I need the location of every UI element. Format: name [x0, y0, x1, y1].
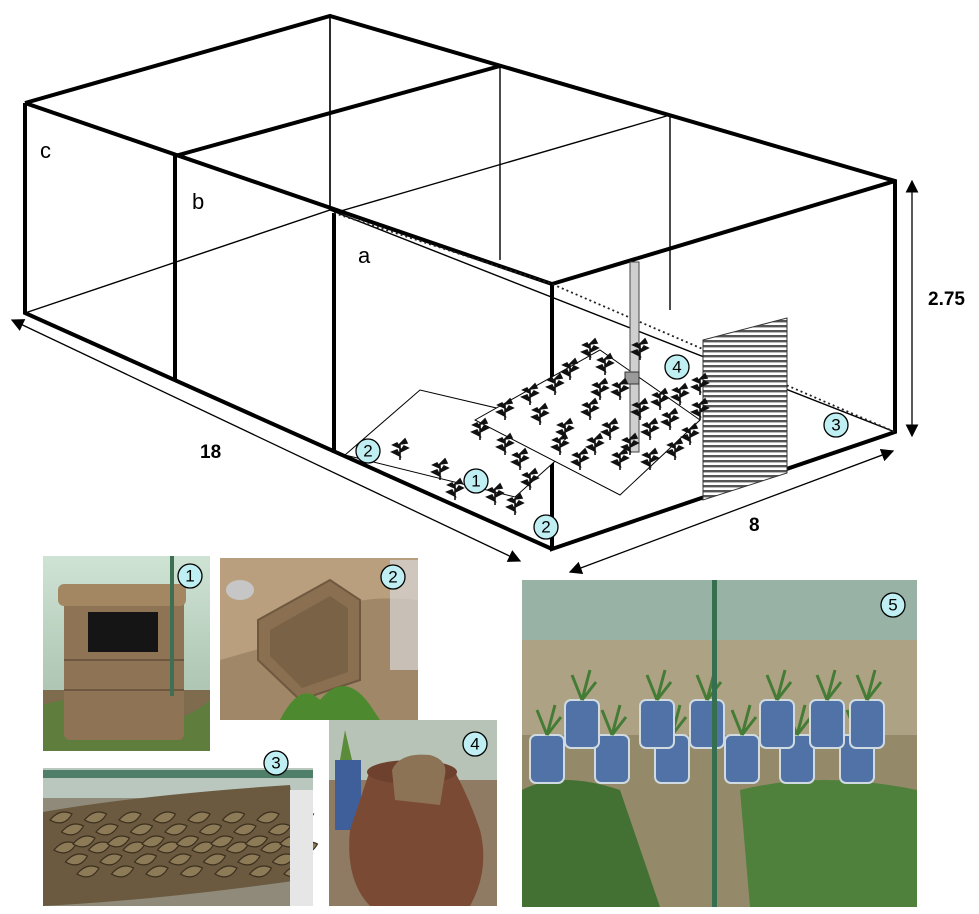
- palm-leaf: [202, 853, 227, 866]
- palm-leaf: [145, 865, 169, 878]
- plant-glyph: [550, 432, 570, 455]
- palm-leaf: [198, 823, 223, 836]
- box-wireframe: [23, 13, 897, 552]
- marker-1: 1: [463, 468, 489, 494]
- plant-leaves: [535, 704, 563, 736]
- height-label: 2.75: [928, 289, 965, 310]
- palm-leaf: [60, 823, 85, 836]
- palm-leaf: [64, 853, 89, 866]
- palm-leaf: [179, 865, 204, 878]
- palm-leaf: [237, 853, 261, 866]
- room-label-c: c: [40, 138, 51, 163]
- plant-leaves: [570, 669, 598, 701]
- palm-leaf: [99, 853, 123, 866]
- width-arrow: [568, 449, 895, 574]
- svg-text:4: 4: [470, 735, 479, 754]
- palm-leaf: [248, 865, 273, 878]
- plant-leaves: [600, 704, 628, 736]
- photo-5: [522, 580, 917, 907]
- palm-leaf: [256, 811, 280, 824]
- palm-leaf: [168, 853, 192, 866]
- room-label-b: b: [192, 189, 204, 214]
- photo-3: [43, 768, 319, 906]
- photo-3-marker: 3: [263, 750, 289, 776]
- photo-1-marker: 1: [177, 563, 203, 589]
- plant-glyph: [630, 337, 650, 360]
- svg-text:2: 2: [363, 442, 372, 461]
- plant-glyph: [600, 417, 620, 440]
- palm-leaf: [49, 811, 73, 824]
- palm-leaf: [233, 823, 257, 836]
- palm-leaf: [175, 835, 200, 848]
- palm-leaf: [244, 835, 269, 848]
- width-label: 8: [749, 515, 760, 536]
- plant-leaves: [765, 669, 793, 701]
- svg-text:1: 1: [471, 472, 480, 491]
- plant-glyph: [520, 467, 540, 490]
- photo-4-marker: 4: [462, 731, 488, 757]
- plant-glyph: [595, 352, 615, 375]
- plant-leaves: [815, 669, 843, 701]
- plant-glyph: [620, 432, 640, 455]
- plant-glyph: [585, 432, 605, 455]
- palm-leaf: [164, 823, 188, 836]
- plant-glyph: [560, 357, 580, 380]
- palm-leaf: [95, 823, 119, 836]
- svg-text:5: 5: [888, 596, 897, 615]
- photo-4: [329, 720, 497, 906]
- plant-leaves: [645, 669, 673, 701]
- svg-text:4: 4: [672, 358, 681, 377]
- plant-glyph: [580, 337, 600, 360]
- plant-glyph: [520, 382, 540, 405]
- palm-leaf: [72, 835, 96, 848]
- palm-leaf: [133, 853, 158, 866]
- plant-glyph: [530, 402, 550, 425]
- plant-leaves: [730, 704, 758, 736]
- photo-2-marker: 2: [380, 564, 406, 590]
- marker-3: 3: [823, 412, 849, 438]
- palm-leaf: [118, 811, 142, 824]
- center-pole: [629, 261, 640, 453]
- plant-glyph: [670, 382, 690, 405]
- room-label-a: a: [358, 243, 371, 268]
- palm-leaf: [83, 811, 108, 824]
- palm-leaf: [152, 811, 177, 824]
- palm-leaf: [76, 865, 100, 878]
- marker-4: 4: [664, 354, 690, 380]
- plant-glyph: [680, 422, 700, 445]
- photo-1: [43, 556, 210, 751]
- plant-leaves: [855, 669, 883, 701]
- palm-leaf: [106, 835, 131, 848]
- marker-2-left: 2: [355, 438, 381, 464]
- plant-glyph: [545, 372, 565, 395]
- svg-text:3: 3: [271, 754, 280, 773]
- plant-glyph: [650, 387, 670, 410]
- photo-5-marker: 5: [880, 592, 906, 618]
- palm-leaf: [141, 835, 165, 848]
- length-label: 18: [200, 442, 221, 463]
- palm-leaf: [221, 811, 246, 824]
- marker-2-right: 2: [533, 514, 559, 540]
- plant-glyph: [640, 417, 660, 440]
- shade-panel: [702, 317, 788, 501]
- plant-glyph: [690, 372, 710, 395]
- plant-glyph: [660, 407, 680, 430]
- plant-glyph: [690, 397, 710, 420]
- svg-text:3: 3: [831, 416, 840, 435]
- plant-glyph: [580, 397, 600, 420]
- palm-leaf: [210, 835, 234, 848]
- plant-glyph: [590, 377, 610, 400]
- palm-leaf: [214, 865, 238, 878]
- plant-glyph: [610, 377, 630, 400]
- length-arrow: [10, 319, 522, 562]
- svg-text:1: 1: [185, 567, 194, 586]
- palm-leaf: [187, 811, 211, 824]
- palm-leaf: [129, 823, 154, 836]
- plant-glyph: [630, 397, 650, 420]
- plant-glyph: [555, 417, 575, 440]
- palm-leaf: [110, 865, 135, 878]
- svg-text:2: 2: [388, 568, 397, 587]
- svg-text:2: 2: [541, 518, 550, 537]
